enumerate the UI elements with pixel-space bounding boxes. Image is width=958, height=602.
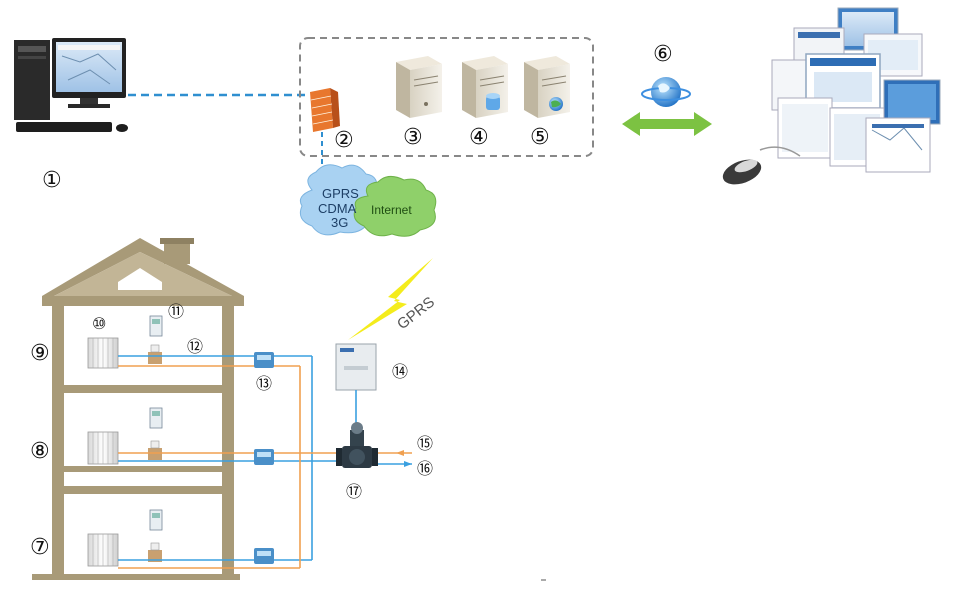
label-3: ③ (403, 125, 423, 150)
bidirectional-arrow (622, 112, 712, 136)
internet-label: Internet (371, 203, 412, 217)
label-10: ⑩ (92, 314, 106, 333)
wireless-signal-icon (348, 258, 433, 340)
gprs-label: GPRS (394, 294, 438, 334)
label-8: ⑧ (30, 439, 50, 464)
label-1: ① (42, 168, 62, 193)
supply-flow-arrow (396, 450, 404, 456)
firewall-icon (310, 88, 340, 132)
cloud-text-line2: CDMA (318, 201, 357, 216)
building (32, 238, 244, 580)
label-6: ⑥ (653, 42, 673, 67)
label-11: ⑪ (168, 302, 184, 321)
label-12: ⑫ (187, 337, 203, 356)
return-flow-arrow (404, 461, 412, 467)
building-flow-meter (336, 422, 378, 468)
label-13: ⑬ (256, 374, 272, 393)
label-9: ⑨ (30, 341, 50, 366)
internet-cloud (353, 176, 437, 237)
server-icon (396, 56, 442, 118)
label-4: ④ (469, 125, 489, 150)
label-16: ⑯ (417, 459, 433, 478)
radiator (87, 337, 119, 369)
control-valve (148, 542, 162, 562)
client-screens-icon (771, 7, 941, 173)
web-server-icon (524, 56, 570, 118)
server-room-box (299, 37, 594, 157)
room-thermostat (149, 315, 163, 337)
heat-meter (254, 449, 274, 465)
label-14: ⑭ (392, 362, 408, 381)
label-2: ② (334, 128, 354, 153)
control-valve (148, 440, 162, 460)
database-server-icon (462, 56, 508, 118)
control-valve (148, 344, 162, 364)
mouse-icon (722, 146, 801, 185)
label-17: ⑰ (346, 482, 362, 501)
heat-meter (254, 548, 274, 564)
workstation-icon (14, 38, 128, 132)
cloud-text-line1: GPRS (322, 186, 359, 201)
cloud-text-line3: 3G (331, 215, 348, 230)
label-5: ⑤ (530, 125, 550, 150)
heat-meter (254, 352, 274, 368)
label-7: ⑦ (30, 535, 50, 560)
room-thermostat (149, 407, 163, 429)
label-15: ⑮ (417, 434, 433, 453)
radiator (87, 533, 119, 567)
data-concentrator (335, 343, 377, 430)
room-thermostat (149, 509, 163, 531)
radiator (87, 431, 119, 465)
globe-icon (641, 77, 691, 107)
